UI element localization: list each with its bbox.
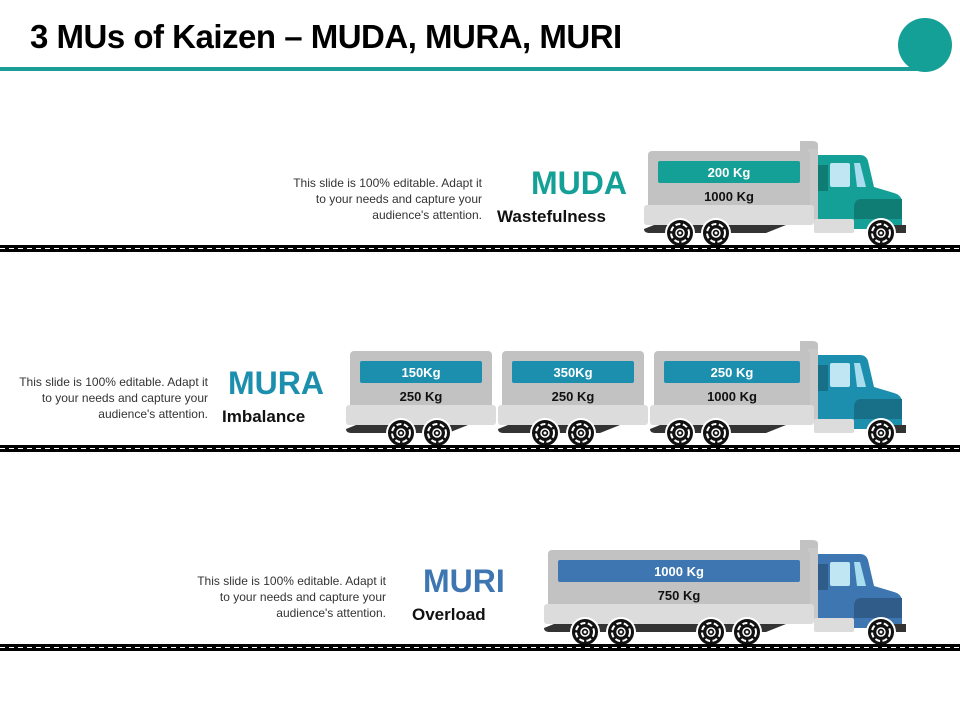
wheel-icon	[866, 617, 896, 647]
wheel-icon	[732, 617, 762, 647]
trailer: 250 Kg 1000 Kg	[650, 341, 818, 433]
bottom-load-label: 250 Kg	[552, 389, 595, 404]
wheel-icon	[701, 218, 731, 248]
top-load-label: 350Kg	[553, 365, 592, 380]
wheel-icon	[422, 418, 452, 448]
wheel-icon	[606, 617, 636, 647]
page-title: 3 MUs of Kaizen – MUDA, MURA, MURI	[30, 18, 622, 55]
truck-cab	[814, 355, 906, 433]
load-bar-top	[360, 361, 482, 383]
muri-subtitle: Overload	[412, 605, 486, 624]
title-underline	[0, 67, 930, 71]
muda-subtitle: Wastefulness	[497, 207, 606, 226]
muda-heading: MUDA	[531, 165, 627, 201]
load-bar-top	[658, 161, 800, 183]
wheel-icon	[566, 418, 596, 448]
top-load-label: 250 Kg	[711, 365, 754, 380]
bottom-load-label: 1000 Kg	[707, 389, 757, 404]
truck-cab	[814, 155, 906, 233]
road-mura	[0, 445, 960, 452]
trailer: 350Kg 250 Kg	[498, 351, 648, 433]
wheel-icon	[665, 218, 695, 248]
accent-circle	[898, 18, 952, 72]
road-muda	[0, 245, 960, 252]
muri-description: This slide is 100% editable. Adapt it to…	[197, 574, 386, 620]
mura-description: This slide is 100% editable. Adapt it to…	[19, 375, 208, 421]
wheel-icon	[386, 418, 416, 448]
muri-heading: MURI	[423, 563, 505, 599]
trailer-chassis	[650, 405, 814, 425]
wheel-icon	[530, 418, 560, 448]
load-bar-top	[558, 560, 800, 582]
top-load-label: 150Kg	[401, 365, 440, 380]
muda-description: This slide is 100% editable. Adapt it to…	[293, 176, 482, 222]
bottom-load-label: 750 Kg	[658, 588, 701, 603]
wheel-icon	[696, 617, 726, 647]
mura-subtitle: Imbalance	[222, 407, 306, 426]
trailer-chassis	[498, 405, 648, 425]
trailer-chassis	[346, 405, 496, 425]
truck-cab	[814, 554, 906, 632]
wheel-icon	[701, 418, 731, 448]
bottom-load-label: 250 Kg	[400, 389, 443, 404]
load-bar-top	[664, 361, 800, 383]
wheel-icon	[665, 418, 695, 448]
top-load-label: 200 Kg	[708, 165, 751, 180]
wheel-icon	[570, 617, 600, 647]
bottom-load-label: 1000 Kg	[704, 189, 754, 204]
road-muri	[0, 644, 960, 651]
wheel-icon	[866, 218, 896, 248]
top-load-label: 1000 Kg	[654, 564, 704, 579]
mura-heading: MURA	[228, 365, 324, 401]
wheel-icon	[866, 418, 896, 448]
load-bar-top	[512, 361, 634, 383]
